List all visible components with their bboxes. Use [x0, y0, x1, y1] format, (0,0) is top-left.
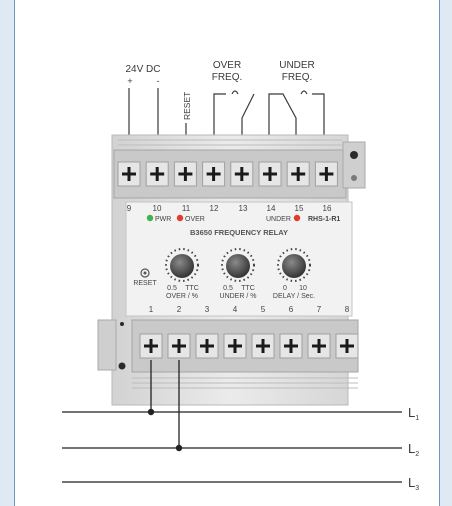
terminal-screw: [223, 333, 247, 359]
under-contact-arc: [300, 90, 308, 95]
brand-label: RHS-1-R1: [308, 216, 340, 223]
terminal-number: 13: [239, 204, 248, 213]
under-freq-label-line1: UNDER: [279, 60, 315, 71]
terminal-screw: [145, 161, 169, 187]
terminal-number: 2: [177, 305, 182, 314]
reset-button[interactable]: RESET: [133, 268, 157, 287]
line-l1-label: L1: [408, 405, 419, 422]
terminal-screw: [195, 333, 219, 359]
knob-under-max: TTC: [241, 285, 255, 292]
terminal-number: 16: [323, 204, 332, 213]
plus-label: +: [127, 76, 132, 86]
knob-delay[interactable]: 0 10 DELAY / Sec.: [273, 248, 315, 300]
knob-over-min: 0.5: [167, 285, 177, 292]
knob-over[interactable]: 0.5 TTC OVER / %: [165, 248, 199, 300]
knob-over-max: TTC: [185, 285, 199, 292]
knob-over-dial: [170, 254, 194, 278]
terminal-screw: [314, 161, 338, 187]
terminal-number: 4: [233, 305, 238, 314]
panel-title: B3650 FREQUENCY RELAY: [190, 228, 288, 237]
knob-under[interactable]: 0.5 TTC UNDER / %: [220, 248, 257, 300]
knob-delay-dial: [282, 254, 306, 278]
knob-delay-max: 10: [299, 285, 307, 292]
left-clip: [97, 319, 117, 371]
line-wiring: [62, 360, 402, 483]
reset-button-label: RESET: [133, 280, 157, 287]
bottom-terminal-numbers: 1 2 3 4 5 6 7 8: [149, 305, 350, 314]
terminal-number: 8: [345, 305, 350, 314]
knob-over-caption: OVER / %: [166, 293, 198, 300]
left-dot-top: [120, 322, 124, 326]
terminal-screw: [335, 333, 359, 359]
line-l3-label: L3: [408, 475, 419, 492]
under-led-label: UNDER: [266, 216, 291, 223]
terminal-number: 7: [317, 305, 322, 314]
terminal-number: 11: [182, 204, 191, 213]
junction-l2: [175, 444, 183, 452]
terminal-screw: [251, 333, 275, 359]
terminal-screw: [279, 333, 303, 359]
terminal-screw: [202, 161, 226, 187]
terminal-screw: [258, 161, 282, 187]
terminal-screw: [173, 161, 197, 187]
terminal-number: 6: [289, 305, 294, 314]
terminal-number: 15: [295, 204, 304, 213]
terminal-number: 3: [205, 305, 210, 314]
terminal-screw: [167, 333, 191, 359]
top-labels: 24V DC + - RESET OVER FREQ. UNDER FREQ.: [125, 60, 314, 120]
terminal-number: 10: [153, 204, 162, 213]
terminal-number: 14: [267, 204, 276, 213]
over-freq-label-line1: OVER: [213, 60, 241, 71]
reset-label: RESET: [182, 92, 192, 120]
terminal-number: 12: [210, 204, 219, 213]
line-l2-label: L2: [408, 441, 419, 458]
pwr-led: [146, 214, 154, 222]
panel-indicators: PWR OVER UNDER RHS-1-R1 B3650 FREQUENCY …: [146, 214, 340, 237]
junction-l1: [147, 408, 155, 416]
terminal-number: 1: [149, 305, 154, 314]
terminal-screw: [117, 161, 141, 187]
under-led: [293, 214, 301, 222]
top-terminal-numbers: 9 10 11 12 13 14 15 16: [127, 204, 332, 213]
over-led: [176, 214, 184, 222]
supply-label: 24V DC: [125, 64, 160, 75]
over-contact-arc: [231, 90, 239, 95]
terminal-screw: [139, 333, 163, 359]
knob-under-caption: UNDER / %: [220, 293, 257, 300]
over-freq-label-line2: FREQ.: [212, 72, 243, 83]
knob-under-dial: [226, 254, 250, 278]
top-terminals: [117, 161, 338, 187]
knob-under-min: 0.5: [223, 285, 233, 292]
terminal-number: 9: [127, 204, 132, 213]
wire-under-switch: [268, 93, 297, 162]
over-led-label: OVER: [185, 216, 205, 223]
right-dot-small: [351, 175, 357, 181]
terminal-screw: [286, 161, 310, 187]
right-clip: [342, 141, 366, 189]
under-freq-label-line2: FREQ.: [282, 72, 313, 83]
left-dot-bottom: [118, 362, 126, 370]
knob-delay-min: 0: [283, 285, 287, 292]
bottom-terminals: [139, 333, 359, 359]
minus-label: -: [157, 76, 160, 86]
terminal-screw: [230, 161, 254, 187]
pwr-led-label: PWR: [155, 216, 171, 223]
knob-delay-caption: DELAY / Sec.: [273, 293, 315, 300]
right-dot-top: [350, 151, 358, 159]
line-labels: L1 L2 L3: [408, 405, 419, 492]
terminal-number: 5: [261, 305, 266, 314]
terminal-screw: [307, 333, 331, 359]
